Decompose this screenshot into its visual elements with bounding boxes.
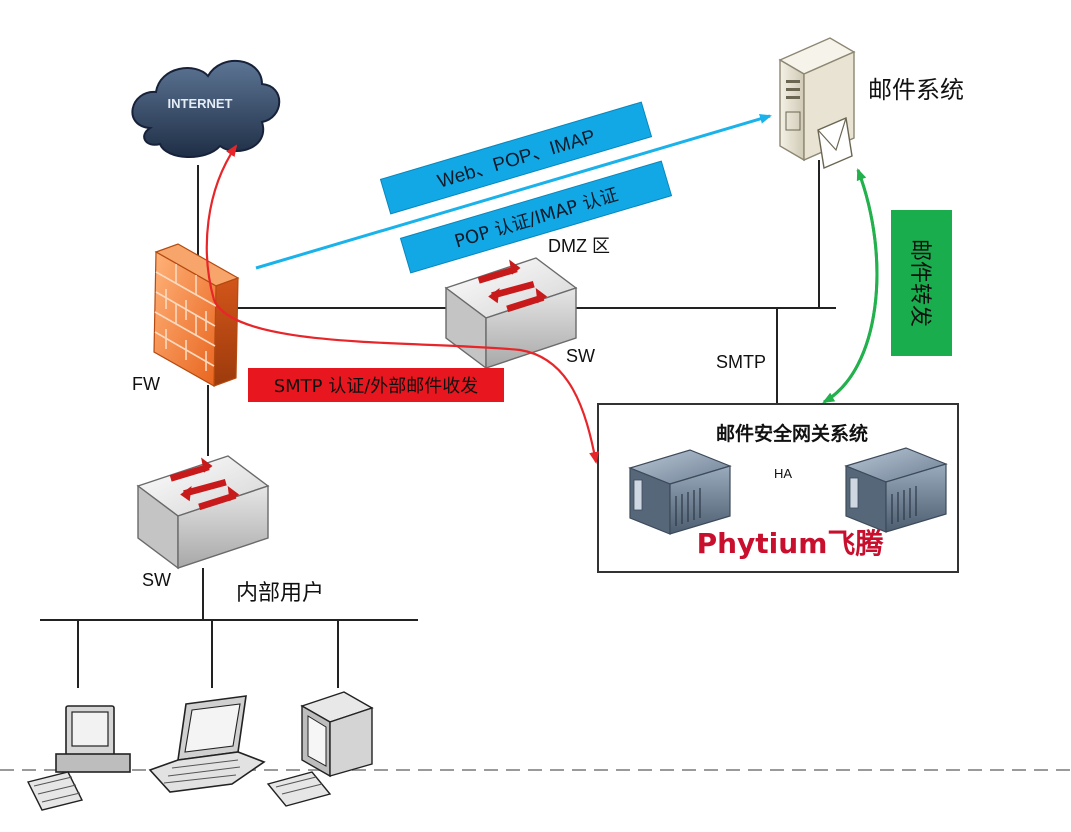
lan-clients xyxy=(26,691,374,811)
desktop-computer-icon xyxy=(26,705,131,811)
dmz-switch-label: SW xyxy=(566,346,595,366)
flow-arrows xyxy=(205,114,879,464)
internal-switch: SW xyxy=(136,456,270,590)
network-switch-icon xyxy=(444,258,578,370)
green-flow-arrow-down xyxy=(822,169,879,404)
ha-label: HA xyxy=(774,466,792,481)
gateway-title: 邮件安全网关系统 xyxy=(716,422,868,445)
internal-users-label: 内部用户 xyxy=(236,581,324,606)
laptop-icon xyxy=(148,695,266,793)
banner-smtp-auth-text: SMTP 认证/外部邮件收发 xyxy=(274,376,479,397)
mail-server: 邮件系统 xyxy=(778,37,964,169)
dmz-switch: DMZ 区 SW xyxy=(444,236,610,370)
internet-label: INTERNET xyxy=(168,96,233,111)
internet-cloud: INTERNET xyxy=(131,59,281,159)
cloud-icon xyxy=(131,59,281,159)
brand-logo: Phytium飞腾 xyxy=(697,527,885,560)
firewall-label: FW xyxy=(132,374,160,394)
rack-server-icon xyxy=(844,447,948,533)
red-flow-arrow-gateway xyxy=(212,299,600,464)
dmz-label: DMZ 区 xyxy=(548,236,610,256)
mail-server-icon xyxy=(778,37,856,169)
smtp-label: SMTP xyxy=(716,352,766,372)
blue-flow-arrow xyxy=(255,114,772,270)
firewall-icon xyxy=(153,243,240,388)
red-flow-arrow-internet xyxy=(205,144,238,301)
rack-server-icon xyxy=(628,449,732,535)
banner-mail-forward-text: 邮件转发 xyxy=(907,239,932,327)
internal-switch-label: SW xyxy=(142,570,171,590)
monitor-keyboard-icon xyxy=(266,691,374,807)
mail-system-label: 邮件系统 xyxy=(868,76,964,104)
banner-pop-imap-auth: POP 认证/IMAP 认证 xyxy=(399,160,673,274)
mail-security-gateway: 邮件安全网关系统 HA Phytium飞腾 xyxy=(597,403,959,573)
firewall: FW xyxy=(132,243,240,394)
banner-smtp-auth: SMTP 认证/外部邮件收发 xyxy=(248,368,504,402)
network-switch-icon xyxy=(136,456,270,570)
banner-mail-forward: 邮件转发 xyxy=(891,210,952,356)
